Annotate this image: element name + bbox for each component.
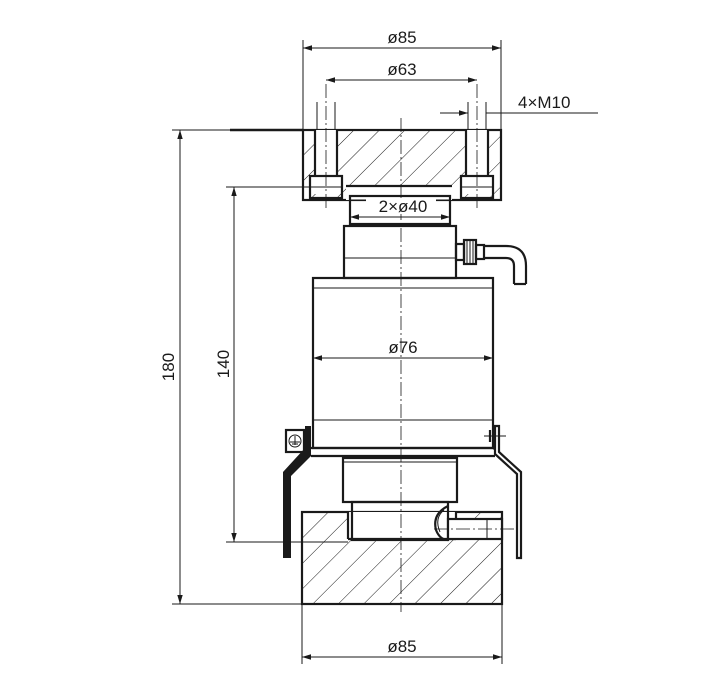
housing (283, 424, 523, 560)
main-body (311, 276, 495, 450)
dim-pin: 2×ø40 (350, 197, 450, 220)
ground-symbol-icon (284, 428, 306, 454)
bottom-base (300, 500, 504, 606)
dim-bolt-circle-label: ø63 (387, 60, 416, 79)
dim-pin-label: 2×ø40 (379, 197, 428, 216)
dim-bolt-spec-label: 4×M10 (518, 93, 570, 112)
bolts (316, 102, 487, 130)
dim-body-label: ø76 (388, 338, 417, 357)
cable-gland (454, 238, 528, 286)
dim-top-flange-label: ø85 (387, 28, 416, 47)
dim-bolt-spec: 4×M10 (440, 93, 598, 116)
centerlines (325, 84, 516, 612)
reference-mark (484, 427, 506, 450)
top-flange (301, 128, 503, 202)
sensor-neck (342, 224, 458, 280)
dim-overall-height: 180 (159, 128, 303, 605)
dim-bottom-base: ø85 (301, 604, 503, 664)
dim-sensor-height-label: 140 (214, 350, 233, 378)
dim-overall-height-label: 180 (159, 353, 178, 381)
dim-bottom-base-label: ø85 (387, 637, 416, 656)
lower-collar (341, 456, 459, 504)
dim-bolt-circle: ø63 (326, 60, 477, 83)
dim-sensor-height: 140 (214, 186, 348, 543)
dim-top-flange: ø85 (302, 28, 502, 130)
dim-body: ø76 (313, 338, 493, 361)
